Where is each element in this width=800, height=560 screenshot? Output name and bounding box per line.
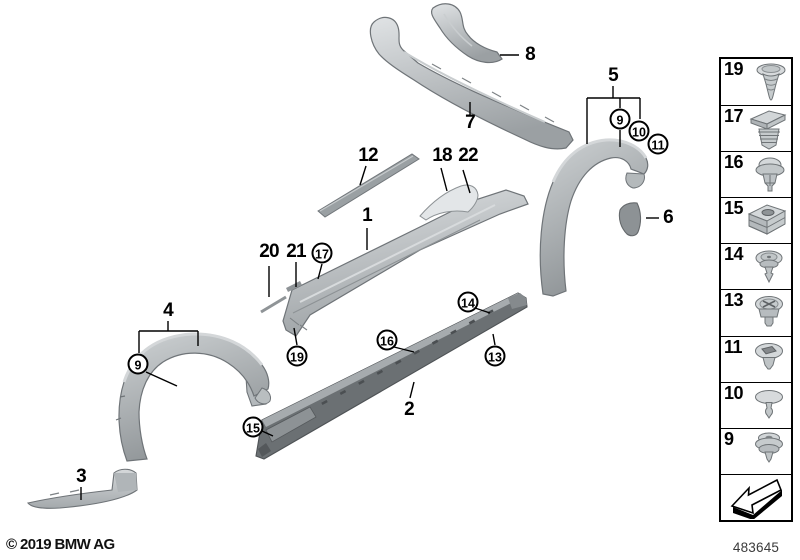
- legend-number: 9: [724, 428, 734, 449]
- square-recess-clip-icon: [747, 338, 791, 380]
- layered-grommet-icon: [747, 428, 791, 474]
- legend-number: 14: [724, 244, 744, 265]
- callout-label-4[interactable]: 4: [163, 300, 174, 321]
- callout-label-6[interactable]: 6: [663, 207, 674, 228]
- diagram-number: 483645: [732, 540, 780, 555]
- part-5-shape: [539, 138, 649, 297]
- callout-label-21[interactable]: 21: [286, 241, 306, 262]
- part-7-shape: [369, 16, 574, 150]
- callout-circle-15[interactable]: 15: [242, 416, 264, 438]
- callout-label-2[interactable]: 2: [404, 399, 415, 420]
- legend-item-16[interactable]: 16: [721, 151, 791, 197]
- grommet-clip-icon: [747, 245, 791, 289]
- legend-number: 19: [724, 59, 744, 79]
- cage-nut-icon: [743, 200, 791, 242]
- callout-label-22[interactable]: 22: [458, 145, 478, 166]
- direction-arrow-icon: [727, 475, 785, 521]
- legend-item-13[interactable]: 13: [721, 289, 791, 335]
- push-rivet-icon: [749, 60, 791, 104]
- callout-label-18[interactable]: 18: [432, 145, 452, 166]
- callout-label-3[interactable]: 3: [76, 466, 87, 487]
- pointer-lines: [80, 54, 659, 500]
- legend-number: 17: [724, 106, 744, 127]
- callout-label-7[interactable]: 7: [465, 112, 476, 133]
- callout-circle-9-rear[interactable]: 9: [609, 108, 631, 130]
- legend-number: 16: [724, 152, 744, 173]
- callout-circle-19[interactable]: 19: [286, 345, 308, 367]
- part-3-shape: [27, 468, 138, 509]
- part-8-shape: [430, 3, 503, 64]
- legend-item-11[interactable]: 11: [721, 335, 791, 382]
- callout-circle-14[interactable]: 14: [457, 291, 479, 313]
- part-2-shape: [255, 292, 528, 460]
- part-20-shape: [260, 295, 287, 314]
- legend-number: 13: [724, 290, 744, 311]
- callout-circle-16[interactable]: 16: [376, 329, 398, 351]
- callout-label-5[interactable]: 5: [608, 65, 619, 86]
- legend-item-14[interactable]: 14: [721, 243, 791, 289]
- fastener-legend: 19 17: [719, 57, 793, 522]
- callout-circle-13[interactable]: 13: [484, 345, 506, 367]
- legend-item-19[interactable]: 19: [721, 59, 791, 105]
- callout-circle-10[interactable]: 10: [628, 120, 650, 142]
- part-12-shape: [317, 153, 420, 218]
- cross-slot-clip-icon: [747, 291, 791, 335]
- legend-number: 15: [724, 198, 744, 219]
- callout-label-12[interactable]: 12: [358, 145, 378, 166]
- part-21-shape: [285, 280, 303, 293]
- callout-circle-17[interactable]: 17: [311, 242, 333, 264]
- part-6-shape: [618, 202, 642, 237]
- callout-circle-9-front[interactable]: 9: [127, 353, 149, 375]
- copyright-notice: © 2019 BMW AG: [6, 536, 115, 553]
- legend-item-15[interactable]: 15: [721, 197, 791, 243]
- expansion-clip-icon: [745, 107, 791, 151]
- dome-clip-icon: [749, 153, 791, 197]
- legend-number: 10: [724, 382, 744, 403]
- legend-item-9[interactable]: 9: [721, 427, 791, 474]
- legend-number: 11: [724, 336, 743, 357]
- mushroom-pin-icon: [747, 384, 791, 426]
- legend-item-direction[interactable]: [721, 473, 791, 521]
- callout-label-1[interactable]: 1: [362, 205, 373, 226]
- callout-circle-11[interactable]: 11: [647, 133, 669, 155]
- legend-item-17[interactable]: 17: [721, 105, 791, 151]
- callout-label-20[interactable]: 20: [259, 241, 279, 262]
- legend-item-10[interactable]: 10: [721, 381, 791, 428]
- callout-label-8[interactable]: 8: [525, 44, 536, 65]
